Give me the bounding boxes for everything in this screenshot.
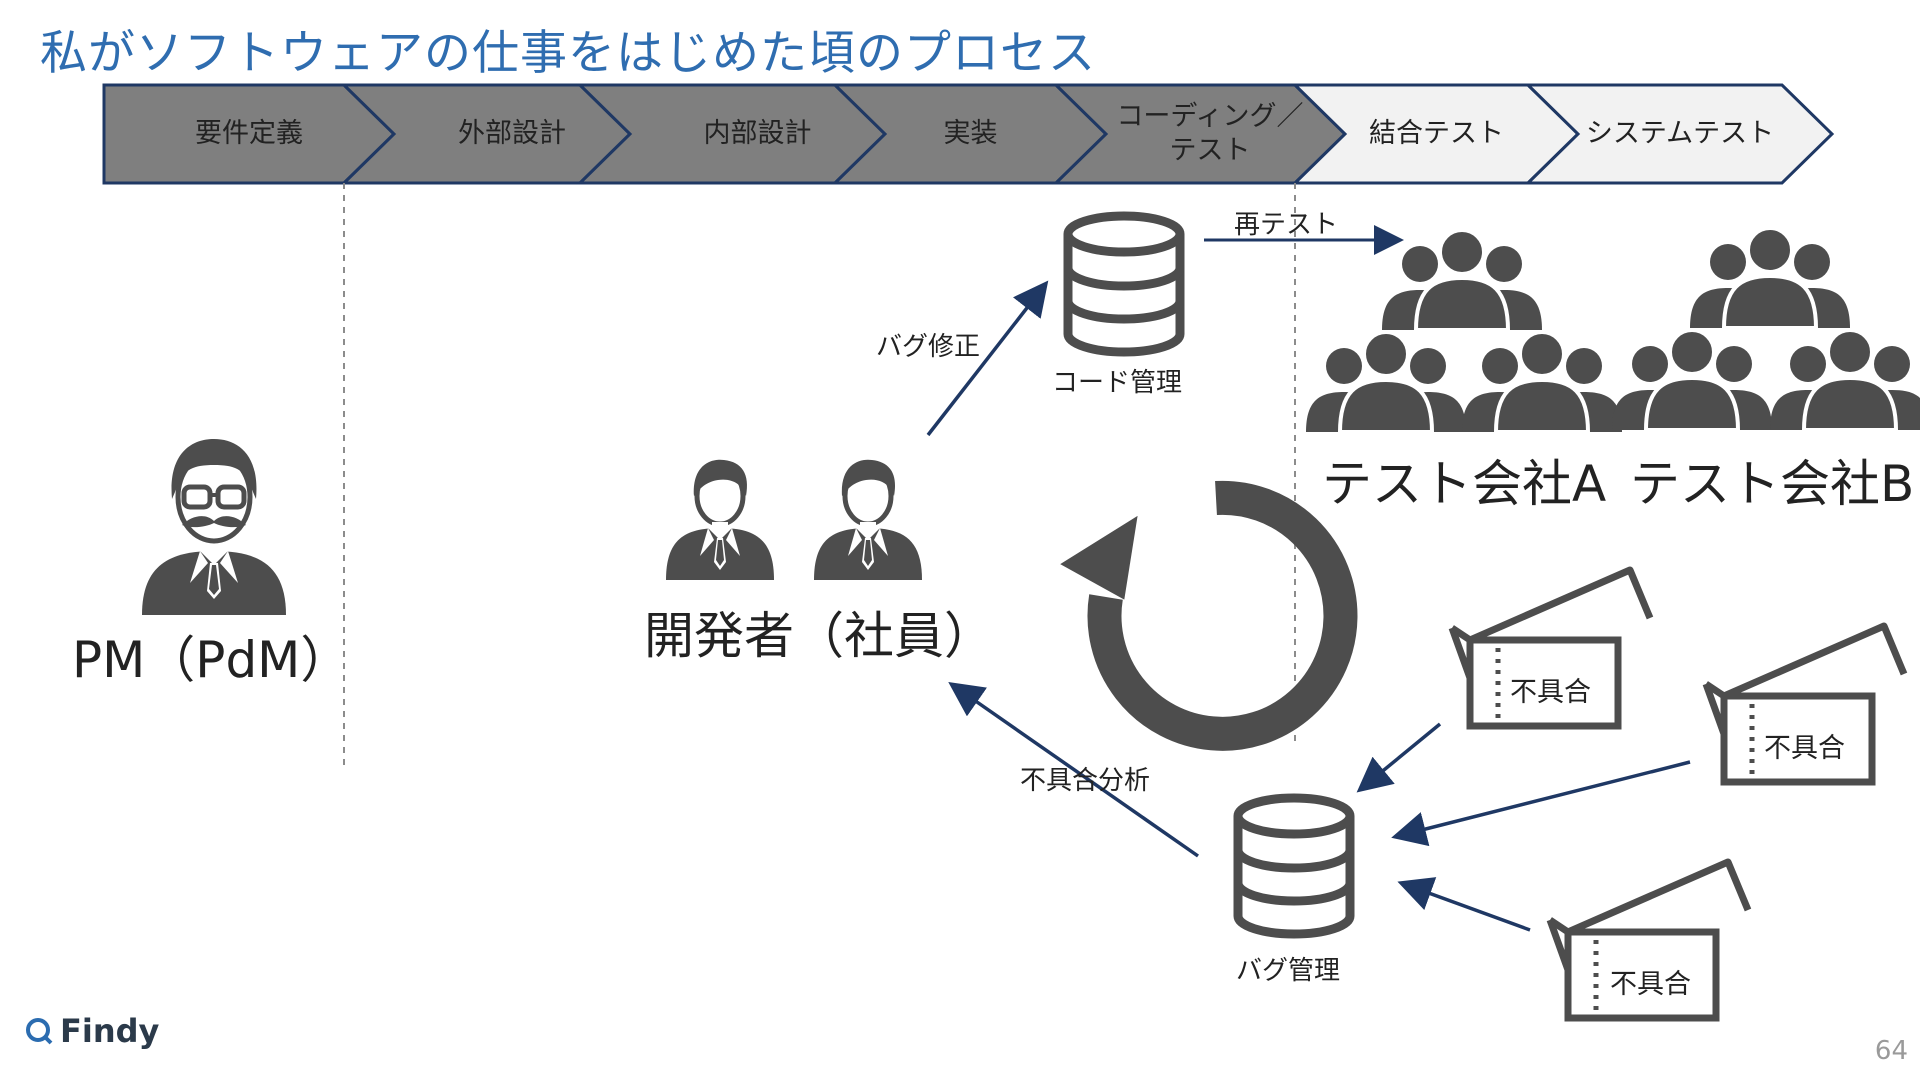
people-group-icon-b2 <box>1610 328 1774 432</box>
test-company-a-label: テスト会社A <box>1322 455 1607 513</box>
bug-fix-label: バグ修正 <box>876 332 981 362</box>
step-external-design: 外部設計 <box>458 118 566 149</box>
bug-database-icon <box>1238 798 1350 934</box>
process-arrow-bar <box>102 83 1835 185</box>
people-group-icon-a3 <box>1460 330 1624 434</box>
step-shape-7 <box>1524 83 1835 185</box>
developers-label: 開発者（社員） <box>644 607 994 665</box>
step-system-test: システムテスト <box>1585 118 1775 149</box>
ticket-arrow-2 <box>1391 760 1691 847</box>
refresh-cycle-icon <box>1060 480 1358 751</box>
findy-logo-icon <box>26 1018 53 1045</box>
pm-icon <box>142 439 286 615</box>
code-database-icon <box>1068 216 1180 352</box>
code-management-label: コード管理 <box>1052 368 1183 398</box>
ticket-label-2: 不具合 <box>1764 733 1845 764</box>
bug-fix-arrow <box>926 280 1049 437</box>
retest-label: 再テスト <box>1234 210 1339 240</box>
step-implementation: 実装 <box>943 118 998 149</box>
people-group-icon-a1 <box>1380 228 1544 332</box>
page-number: 64 <box>1874 1036 1908 1066</box>
slide-title: 私がソフトウェアの仕事をはじめた頃のプロセス <box>40 26 1096 81</box>
ticket-label-3: 不具合 <box>1610 969 1691 1000</box>
people-group-icon-b1 <box>1688 226 1852 330</box>
developer-icon-1 <box>666 460 774 580</box>
test-company-b-label: テスト会社B <box>1630 455 1915 513</box>
people-group-icon-a2 <box>1304 330 1468 434</box>
brand-logo: Findy <box>24 1012 159 1050</box>
people-group-icon-b3 <box>1768 328 1920 432</box>
brand-name: Findy <box>60 1012 160 1050</box>
defect-analysis-label: 不具合分析 <box>1020 766 1151 796</box>
defect-analysis-arrow <box>948 681 1200 858</box>
ticket-label-1: 不具合 <box>1510 677 1591 708</box>
ticket-arrow-3 <box>1397 877 1531 932</box>
ticket-arrow-1 <box>1356 722 1442 793</box>
step-requirements: 要件定義 <box>195 118 303 149</box>
step-integration-test: 結合テスト <box>1369 118 1504 149</box>
developer-icon-2 <box>814 460 922 580</box>
step-internal-design: 内部設計 <box>703 118 812 149</box>
pm-label: PM（PdM） <box>72 631 351 689</box>
bug-management-label: バグ管理 <box>1236 956 1341 986</box>
step-coding-test: コーディング／ テスト <box>1116 101 1304 166</box>
